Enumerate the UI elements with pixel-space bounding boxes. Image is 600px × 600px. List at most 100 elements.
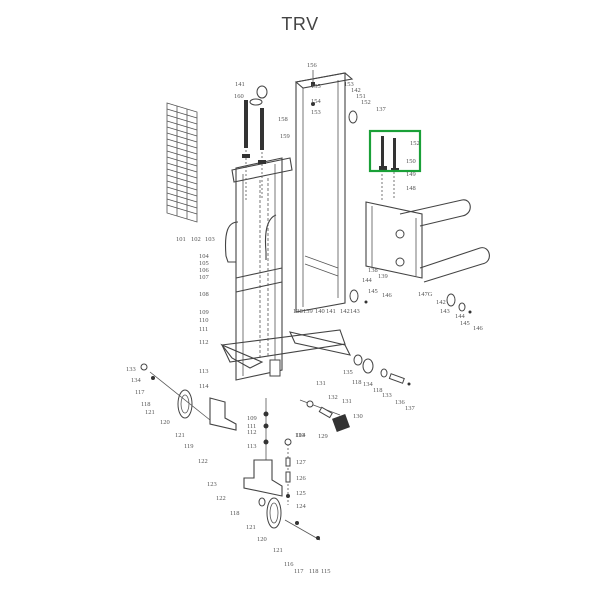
part-label: 131 xyxy=(342,398,352,405)
part-label: 140 xyxy=(315,308,325,315)
part-label: 101 xyxy=(176,236,186,243)
part-label: 108 xyxy=(199,291,209,298)
part-label: 134 xyxy=(363,381,374,388)
part-label: 111 xyxy=(247,423,256,430)
rear-wheel-left xyxy=(140,363,237,431)
part-label: 121 xyxy=(246,524,256,531)
part-label: 114 xyxy=(296,432,306,439)
part-label: 133 xyxy=(126,366,136,373)
diagram-title: TRV xyxy=(281,14,319,34)
part-label: 130 xyxy=(353,413,363,420)
part-label: 144 xyxy=(362,277,373,284)
part-label: 146 xyxy=(382,292,393,299)
part-label: 110 xyxy=(199,317,209,324)
part-label: 150 xyxy=(406,158,416,165)
highlight-box xyxy=(368,129,422,173)
part-label: 159 xyxy=(280,133,290,140)
inner-mast-frame xyxy=(220,157,352,381)
part-label: 160 xyxy=(234,93,244,100)
part-label: 106 xyxy=(199,267,210,274)
part-label: 138 xyxy=(293,308,303,315)
part-label: 145 xyxy=(368,288,378,295)
part-label: 112 xyxy=(247,429,257,436)
part-label: 117 xyxy=(294,568,304,575)
part-label: 118 xyxy=(230,510,240,517)
part-label: 116 xyxy=(284,561,294,568)
part-label: 136 xyxy=(395,399,406,406)
part-label: 117 xyxy=(135,389,145,396)
part-label: 127 xyxy=(296,459,307,466)
part-label: 113 xyxy=(199,368,209,375)
part-label: 148 xyxy=(406,185,416,192)
part-label: 134 xyxy=(131,377,142,384)
part-label: 152 xyxy=(361,99,371,106)
part-label: 151 xyxy=(356,93,366,100)
part-label: 123 xyxy=(207,481,217,488)
part-label: 118 xyxy=(373,387,383,394)
part-label: 131 xyxy=(316,380,326,387)
part-label: 142 xyxy=(351,87,361,94)
part-label: 125 xyxy=(296,490,306,497)
lower-right-wheel xyxy=(349,289,472,314)
part-label: 137 xyxy=(405,405,416,412)
part-label: 122 xyxy=(198,458,208,465)
part-label: 112 xyxy=(199,339,209,346)
part-label: 153 xyxy=(344,81,354,88)
part-label: 118 xyxy=(309,568,319,575)
part-label: 109 xyxy=(247,415,257,422)
pedal-assembly xyxy=(299,399,350,432)
fork-carriage xyxy=(365,199,490,283)
part-label: 133 xyxy=(382,392,392,399)
right-axle xyxy=(353,354,411,386)
highlighted-springs xyxy=(379,136,399,200)
part-label: 118 xyxy=(141,401,151,408)
part-label: 152 xyxy=(410,140,420,147)
part-label: 143 xyxy=(350,308,360,315)
part-label: 142 xyxy=(340,308,350,315)
part-label: 132 xyxy=(328,394,338,401)
part-label: 102 xyxy=(191,236,201,243)
part-label: 104 xyxy=(199,253,210,260)
part-label: 141 xyxy=(235,81,245,88)
part-label: 114 xyxy=(199,383,209,390)
part-label: 137 xyxy=(376,106,387,113)
part-label: 139 xyxy=(378,273,388,280)
part-label: 146 xyxy=(473,325,484,332)
part-label: 121 xyxy=(145,409,155,416)
part-label: 149 xyxy=(406,171,416,178)
top-pulley xyxy=(311,70,358,124)
grille-panel xyxy=(166,102,198,223)
part-label: 153 xyxy=(311,109,321,116)
part-label: 103 xyxy=(205,236,215,243)
part-label: 121 xyxy=(175,432,185,439)
part-label: 119 xyxy=(184,443,194,450)
part-label: 154 xyxy=(311,98,322,105)
part-label: 144 xyxy=(455,313,466,320)
part-label: 158 xyxy=(278,116,288,123)
part-labels: 1561531421511521371551541531411601581591… xyxy=(126,62,484,575)
part-label: 121 xyxy=(273,547,283,554)
part-label: 118 xyxy=(352,379,362,386)
part-label: 139 xyxy=(303,308,313,315)
part-label: 110 xyxy=(295,432,305,439)
outer-mast xyxy=(294,72,354,313)
part-label: 124 xyxy=(296,503,307,510)
lift-chains xyxy=(242,85,268,200)
part-label: 107 xyxy=(199,274,210,281)
part-label: 135 xyxy=(343,369,353,376)
part-label: 113 xyxy=(247,443,257,450)
part-label: 105 xyxy=(199,260,209,267)
part-label: 120 xyxy=(257,536,267,543)
part-label: 115 xyxy=(321,568,331,575)
part-label: 138 xyxy=(368,267,378,274)
part-label: 120 xyxy=(160,419,170,426)
part-label: 109 xyxy=(199,309,209,316)
part-label: 122 xyxy=(216,495,226,502)
part-label: 129 xyxy=(318,433,328,440)
part-label: 143 xyxy=(440,308,450,315)
part-label: 147G xyxy=(418,291,433,298)
part-label: 156 xyxy=(307,62,318,69)
front-caster xyxy=(243,398,321,541)
part-label: 145 xyxy=(460,320,470,327)
